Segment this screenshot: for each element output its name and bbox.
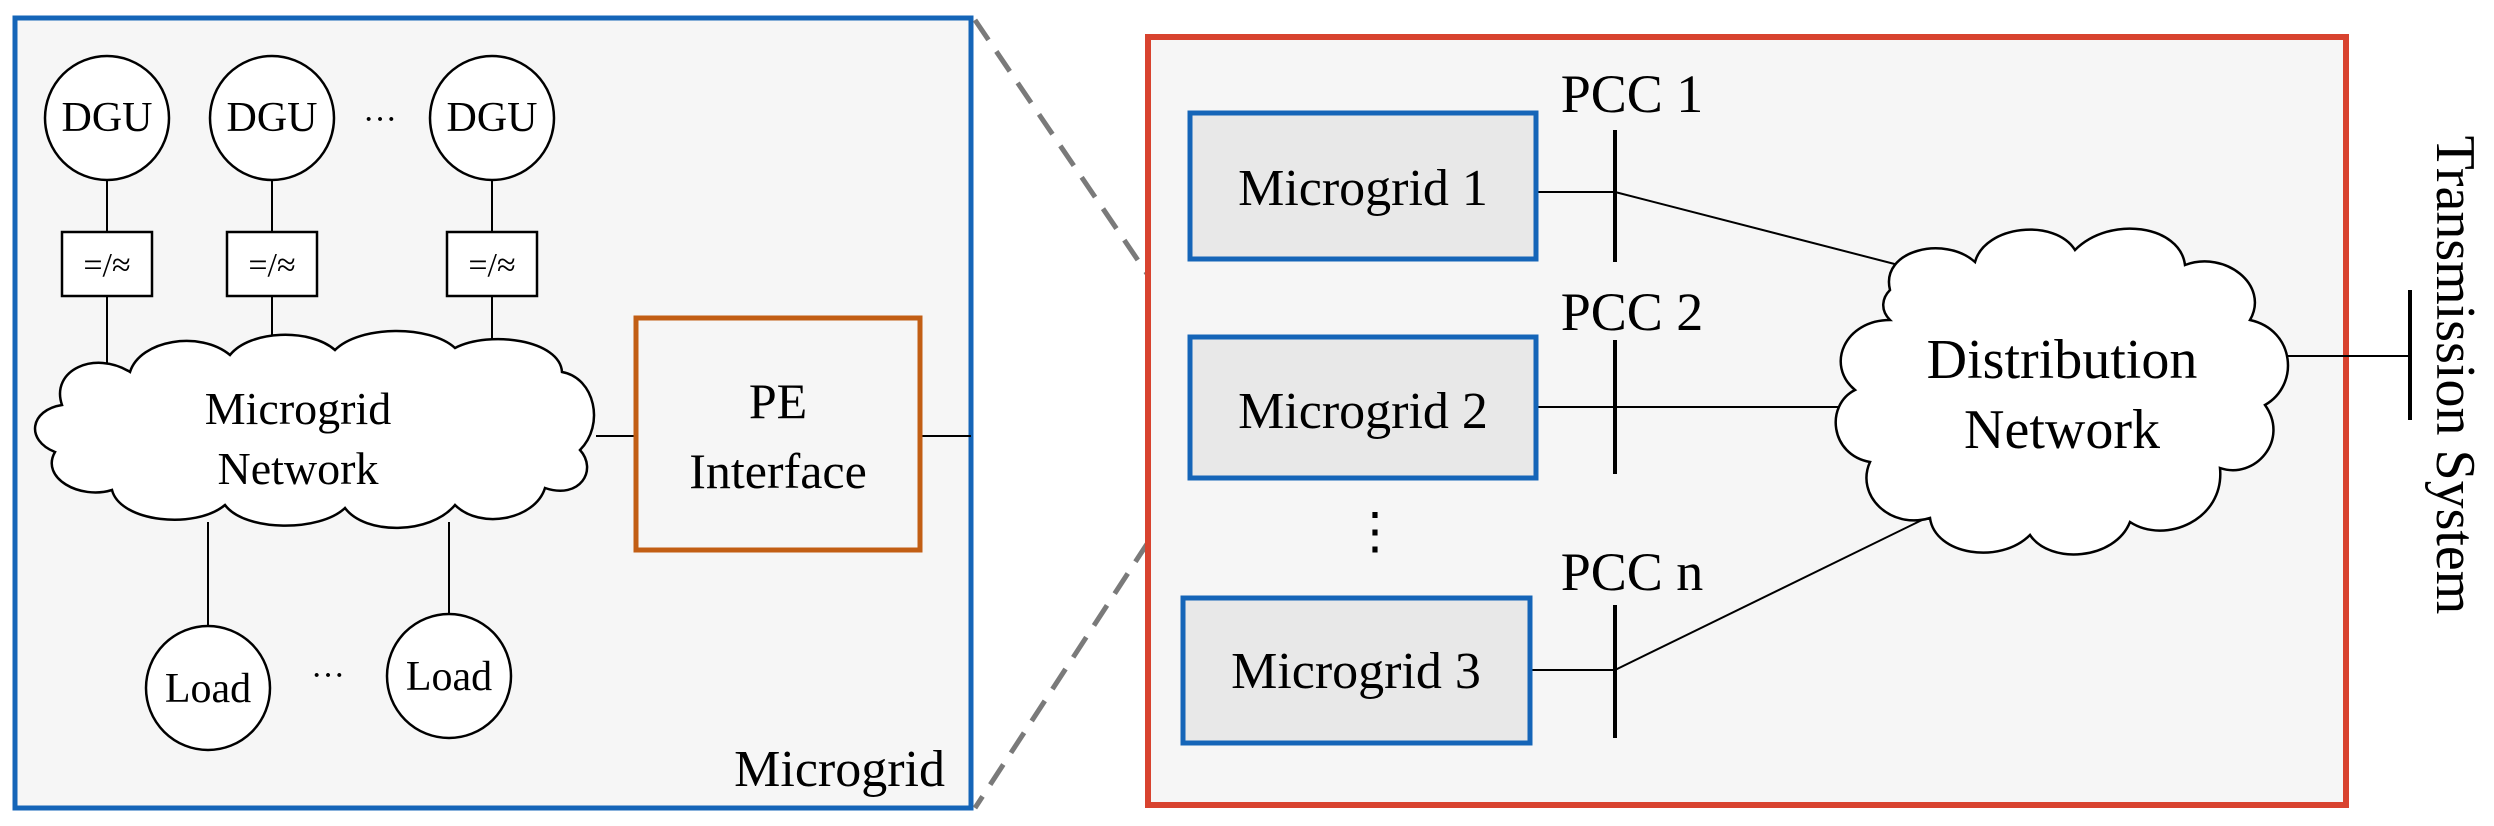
zoom-line-bottom [972, 476, 1193, 810]
pe-interface-label: Interface [689, 443, 867, 499]
microgrid-block [1187, 110, 1539, 262]
pcc-label: PCC n [1561, 542, 1704, 602]
distribution-network-label: Network [1964, 399, 2160, 461]
microgrid-blocks: Microgrid 1 Microgrid 2 Microgrid 3 [1180, 110, 1539, 746]
dgu-label: DGU [62, 95, 153, 141]
microgrid-network-cloud [34, 329, 596, 530]
pe-interface-label: PE [749, 373, 807, 429]
converter-symbol: =/≈ [248, 247, 295, 284]
microgrid-block-label: Microgrid 2 [1238, 383, 1488, 440]
distribution-network-label: Distribution [1927, 329, 2198, 391]
load-label: Load [406, 654, 492, 700]
dgu-node [208, 54, 336, 182]
dgu-node [428, 54, 556, 182]
load-group: Load Load ··· [144, 612, 513, 752]
microgrid-block [1187, 334, 1539, 481]
transmission-system-label: Transmission System [2424, 136, 2486, 615]
converter-group: =/≈ =/≈ =/≈ [60, 230, 539, 298]
distribution-network-cloud [1834, 227, 2290, 556]
microgrid-network-label: Network [218, 443, 379, 494]
converter-box [445, 230, 539, 298]
dgu-node [43, 54, 171, 182]
microgrid-block [1180, 595, 1533, 746]
converter-symbol: =/≈ [83, 247, 130, 284]
converter-symbol: =/≈ [468, 247, 515, 284]
pe-interface-box [633, 315, 923, 553]
microgrid-panel-label: Microgrid [734, 741, 945, 798]
pcc-label: PCC 2 [1561, 282, 1704, 342]
load-ellipsis: ··· [311, 657, 345, 694]
dgu-label: DGU [227, 95, 318, 141]
microgrid-network-label: Microgrid [205, 383, 392, 434]
load-label: Load [165, 666, 251, 712]
converter-box [225, 230, 319, 298]
dgu-label: DGU [447, 95, 538, 141]
microgrid-block-label: Microgrid 1 [1238, 160, 1488, 217]
microgrid-block-label: Microgrid 3 [1231, 643, 1481, 700]
dgu-ellipsis: ··· [363, 101, 397, 138]
pcc-connectors [1530, 191, 2410, 671]
converter-box [60, 230, 154, 298]
microgrid-vertical-ellipsis: ⋮ [1350, 503, 1400, 559]
dgu-group: DGU DGU DGU ··· [43, 54, 556, 182]
pcc-label: PCC 1 [1561, 64, 1704, 124]
load-node [144, 624, 272, 752]
load-node [385, 612, 513, 740]
